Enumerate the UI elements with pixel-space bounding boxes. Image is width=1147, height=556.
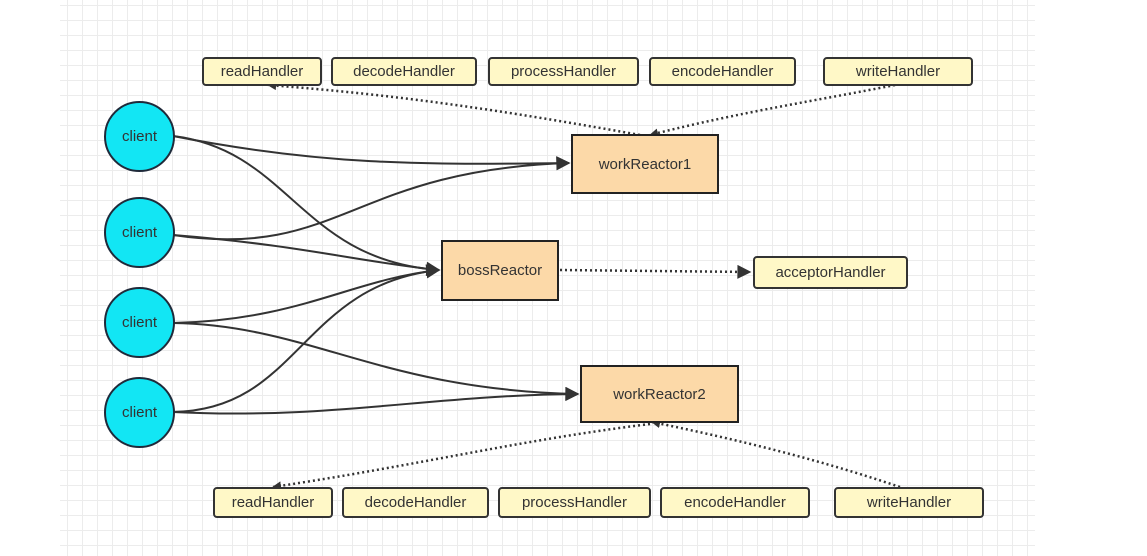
- top-processhandler-box[interactable]: processHandler: [488, 57, 639, 86]
- top-writehandler-box[interactable]: writeHandler: [823, 57, 973, 86]
- acceptorhandler-box[interactable]: acceptorHandler: [753, 256, 908, 289]
- client-node-4[interactable]: client: [104, 377, 175, 448]
- bossreactor-box[interactable]: bossReactor: [441, 240, 559, 301]
- top-encodehandler-box[interactable]: encodeHandler: [649, 57, 796, 86]
- connector-writehandler-work1: [649, 83, 896, 138]
- connector-client1-workreactor1: [172, 135, 571, 171]
- bottom-processhandler-box[interactable]: processHandler: [498, 487, 651, 518]
- client-node-1[interactable]: client: [104, 101, 175, 172]
- connector-client3-workreactor2: [172, 322, 580, 401]
- bottom-encodehandler-box[interactable]: encodeHandler: [660, 487, 810, 518]
- workreactor1-box[interactable]: workReactor1: [571, 134, 719, 194]
- client-node-2[interactable]: client: [104, 197, 175, 268]
- bottom-writehandler-box[interactable]: writeHandler: [834, 487, 984, 518]
- connector-work2-readhandler: [272, 422, 651, 491]
- connector-client1-bossreactor: [172, 135, 441, 277]
- connector-client4-workreactor2: [172, 387, 580, 415]
- connector-client4-bossreactor: [172, 264, 441, 413]
- connector-writehandler-work2: [651, 419, 901, 489]
- connector-client2-workreactor1: [172, 156, 571, 241]
- bottom-decodehandler-box[interactable]: decodeHandler: [342, 487, 489, 518]
- connector-client2-bossreactor: [172, 234, 441, 276]
- client-node-3[interactable]: client: [104, 287, 175, 358]
- connector-boss-acceptor: [559, 264, 752, 279]
- workreactor2-box[interactable]: workReactor2: [580, 365, 739, 423]
- top-decodehandler-box[interactable]: decodeHandler: [331, 57, 477, 86]
- top-readhandler-box[interactable]: readHandler: [202, 57, 322, 86]
- connector-work1-readhandler: [267, 81, 641, 137]
- bottom-readhandler-box[interactable]: readHandler: [213, 487, 333, 518]
